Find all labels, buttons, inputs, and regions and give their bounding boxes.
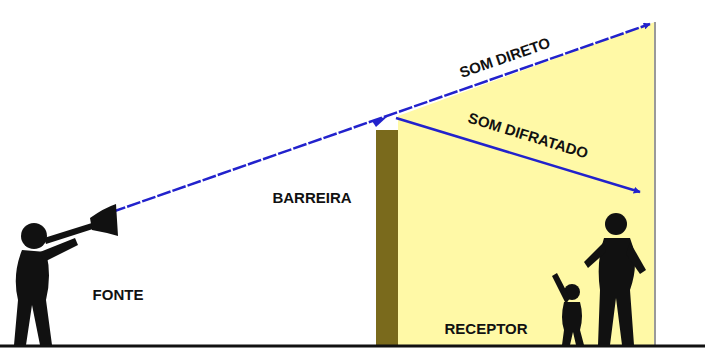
zone-edge [654,22,656,345]
label-text: BARREIRA [272,190,351,207]
label-text: RECEPTOR [444,321,527,338]
label-text: FONTE [93,287,144,304]
shadow-zone [398,22,655,345]
receptor-people [552,213,646,345]
trumpet-player [14,204,118,345]
arrowhead [372,116,388,127]
direct-sound-arrow [112,24,650,212]
barrier [376,130,398,345]
